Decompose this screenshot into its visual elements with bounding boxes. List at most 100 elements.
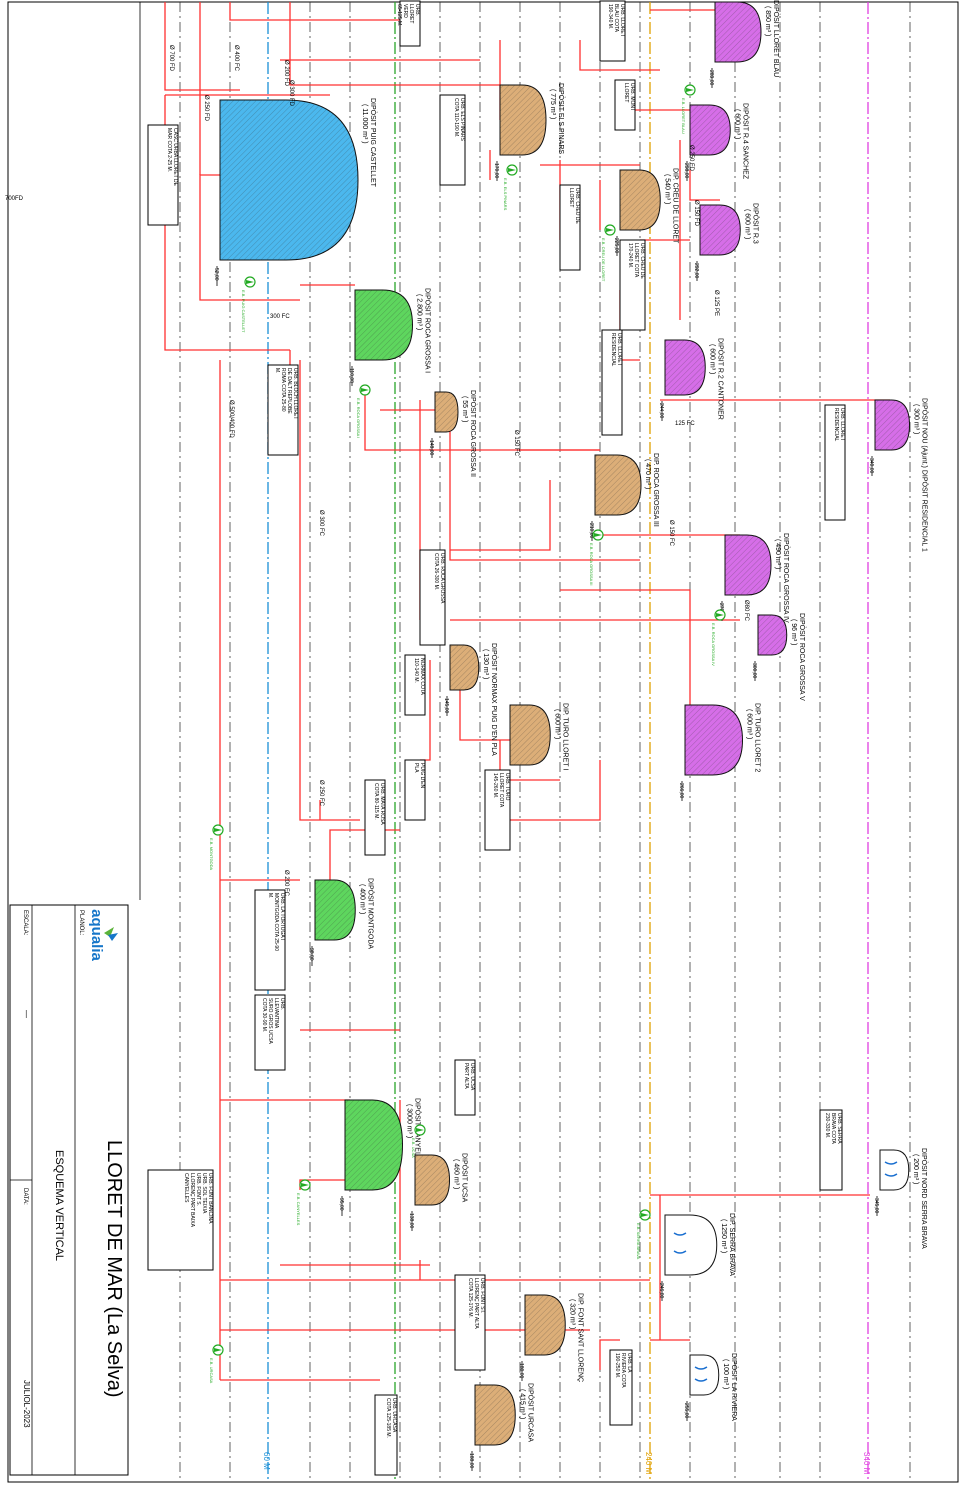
tank-elevation-3: 210,00	[588, 523, 594, 539]
pipe-line-47	[689, 170, 720, 201]
tank-1: DIPÒSIT ROCA GROSSA I( 2.800 m³ )110,00	[348, 288, 433, 386]
zone-14: URB. UCSAPART ALTA	[454, 1059, 476, 1116]
zone-17: URB. FONT ST.LLORENÇ PART ALTACOTA 125-1…	[454, 1274, 486, 1371]
zone-19: URB. URCASACOTA 125-185 M.	[374, 1394, 398, 1476]
pipe-line-0	[164, 2, 240, 91]
tank-name-18: DIPÒSIT R.2 CANTONER	[716, 338, 725, 420]
pipe-label-0: Ø 700 FD	[168, 45, 174, 72]
tank-elevation-1: 110,00	[348, 368, 354, 383]
pipe-line-54	[579, 40, 660, 71]
pump-station-3: E.B. ROCA GROSSA IV	[711, 609, 726, 666]
zone-box-21	[599, 0, 626, 62]
tank-elevation-11: 138,00	[408, 1213, 414, 1229]
tank-name-3: DIP. ROCA GROSSA III	[652, 453, 659, 527]
pipe-label-12: Ø 300 FC	[318, 510, 324, 537]
tank-capacity-18: ( 600 m³ )	[708, 344, 715, 374]
pipe-line-13	[449, 410, 640, 561]
pump-label-0: E.B. PUIG CASTELLET	[241, 290, 246, 333]
tank-hatch-4	[725, 535, 771, 595]
tank-capacity-21: ( 200 m³ )	[912, 1154, 919, 1184]
pump-station-6: E.B. UCSA	[411, 1124, 426, 1158]
tank-name-20: DIPÒSIT NOU (Ajunt.) DIPÒSIT RESIDENCIAL…	[921, 398, 930, 552]
tank-name-16: DIPÒSIT R.4 SANCHEZ	[741, 103, 750, 180]
tank-hatch-14	[500, 85, 546, 155]
pipe-label-4: Ø 300 FD	[288, 80, 294, 107]
tank-22: DIP. SERRA BRAVA( 1250 m³ )246,00	[658, 1213, 735, 1301]
pump-label-4: E.B. MONTGODA	[209, 838, 214, 871]
tank-10: DIPÒSIT CANYELLES( 3000 m³ )95,00	[338, 1098, 423, 1216]
zone-label-5: URB. LLORETRESIDENCIAL	[833, 408, 845, 442]
tank-elevation-2: 148,00	[428, 440, 434, 456]
pump-triangle-8	[214, 1348, 222, 1352]
zone-label-14: URB. UCSAPART ALTA	[463, 1063, 475, 1091]
tank-hatch-0	[220, 100, 358, 260]
pipe-label-7: Ø 150 FD	[693, 200, 699, 227]
zone-box-1	[439, 94, 466, 186]
tank-capacity-22: ( 1250 m³ )	[720, 1219, 727, 1253]
pipes-layer	[164, 2, 890, 1381]
tank-capacity-3: ( 470 m³ )	[644, 459, 651, 489]
tank-20: DIPÒSIT NOU (Ajunt.) DIPÒSIT RESIDENCIAL…	[868, 398, 930, 552]
pipe-label-6: Ø 250 FD	[688, 145, 694, 172]
tank-capacity-2: ( 55 m³ )	[461, 396, 468, 422]
zone-box-19	[374, 1394, 398, 1476]
tank-capacity-19: ( 850 m³ )	[764, 6, 771, 36]
zone-0: CASC URBA LLORET DEMAR COTA 2-25 M.	[147, 124, 179, 226]
zone-label-2: URB. CREU DELLORET	[568, 188, 580, 225]
tank-hatch-20	[875, 400, 910, 450]
zone-box-16	[147, 1169, 214, 1271]
tank-name-14: DIPÒSIT ELS PINARS	[557, 83, 566, 154]
tank-17: DIPÒSIT R.3( 600 m³ )292,00	[693, 203, 760, 281]
pump-triangle-9	[508, 168, 516, 172]
pipe-line-10	[364, 390, 600, 451]
scale-value: —	[22, 1010, 31, 1018]
tank-elevation-13: 188,00	[468, 1453, 474, 1469]
tank-18: DIPÒSIT R.2 CANTONER( 600 m³ ) 244,00	[658, 338, 725, 421]
tank-9: DIPÒSIT MONTGODA( 400 m³ )98,00	[308, 878, 375, 966]
drawing-subtitle: ESQUEMA VERTICAL	[53, 1150, 65, 1261]
zone-label-16: URB. FONT BANCINAURB. SOL TEIXIAURB. FON…	[183, 1173, 213, 1228]
tank-capacity-4: ( 490 m³ )	[774, 539, 781, 569]
pump-station-8: E.B. URCASA	[209, 1344, 224, 1384]
pump-label-1: E.B. ROCA GROSSA I	[356, 398, 361, 438]
tank-name-13: DIPÒSIT URCASA	[526, 1383, 535, 1442]
drawing-title: LLORET DE MAR (La Selva)	[103, 1140, 125, 1398]
tank-name-9: DIPÒSIT MONTGODA	[366, 878, 375, 949]
tank-21: DIPÒSIT NORD SERRA BRAVA( 200 m³ )345,00	[873, 1148, 929, 1249]
pump-triangle-3	[716, 613, 724, 617]
tank-elevation-5: 300,00	[751, 663, 757, 679]
zone-label-7: URB. ROCA GROSSACOTA 26-300 M.	[433, 553, 445, 604]
pipe-line-15	[450, 480, 551, 551]
tank-water-22	[673, 1232, 687, 1254]
tank-elevation-18: 244,00	[658, 403, 664, 419]
pipe-line-40	[599, 1339, 620, 1370]
tank-elevation-20: 340,00	[868, 458, 874, 474]
zone-box-13	[254, 994, 286, 1071]
tank-capacity-6: ( 130 m³ )	[482, 649, 489, 679]
tank-elevation-6: 145,00	[443, 698, 449, 714]
tank-name-17: DIPÒSIT R.3	[751, 203, 760, 244]
zone-6: URB. BLOCH LLORETDE DALT REPLOBEROMA COT…	[267, 364, 299, 456]
tank-capacity-16: ( 600 m³ )	[733, 109, 740, 139]
pipe-label-15: 125 FC	[675, 421, 695, 427]
tank-elevation-8: 266,00	[678, 783, 684, 799]
zone-box-14	[454, 1059, 476, 1116]
tank-capacity-14: ( 775 m³ )	[549, 89, 556, 119]
pump-label-11: E.B. LLORET BLAU	[681, 98, 686, 134]
tank-capacity-7: ( 600 m³ )	[553, 709, 560, 739]
pump-station-7: E.B. SERRA BRAVA	[636, 1209, 651, 1260]
zone-label-13: URB.LLEVANTINASURO GROS UCSACOTA 30-90 M…	[261, 998, 285, 1045]
tank-name-5: DIPÒSIT ROCA GROSSA V	[798, 613, 807, 701]
zone-11: URB. MATA ROSACOTA 80-115 M.	[364, 779, 386, 856]
zones-layer: CASC URBA LLORET DEMAR COTA 2-25 M. URB. …	[147, 0, 846, 1476]
pipe-label-8: Ø 125 PE	[713, 290, 719, 316]
pipe-label-13: Ø 150 FC	[668, 520, 674, 547]
tank-capacity-5: ( 96 m³ )	[790, 619, 797, 645]
tank-elevation-22: 246,00	[658, 1283, 664, 1299]
zone-box-8	[404, 654, 426, 716]
tank-elevation-9: 98,00	[308, 948, 314, 961]
tank-hatch-2	[435, 392, 458, 432]
zone-box-18	[609, 1349, 633, 1426]
